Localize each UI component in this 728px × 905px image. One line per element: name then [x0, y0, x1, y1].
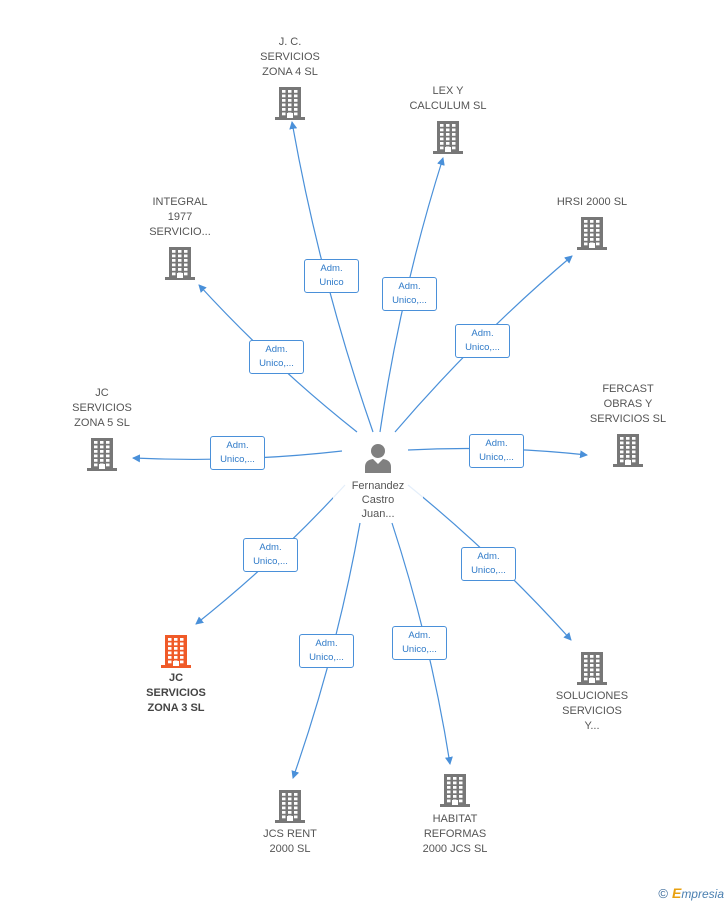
company-name[interactable]: INTEGRAL 1977 SERVICIO...: [149, 196, 211, 238]
company-node-fercast[interactable]: FERCAST OBRAS Y SERVICIOS SL: [568, 382, 688, 467]
relation-label-integral-1977[interactable]: Adm. Unico,...: [249, 340, 304, 374]
company-node-jc-servicios-zona-3[interactable]: JC SERVICIOS ZONA 3 SL: [116, 634, 236, 716]
person-name[interactable]: Fernandez Castro Juan...: [333, 479, 423, 521]
company-node-soluciones-servicios[interactable]: SOLUCIONES SERVICIOS Y...: [532, 651, 652, 734]
person-icon: [365, 444, 391, 473]
relation-label-habitat-reformas[interactable]: Adm. Unico,...: [392, 626, 447, 660]
company-node-habitat-reformas[interactable]: HABITAT REFORMAS 2000 JCS SL: [395, 773, 515, 857]
relation-label-fercast[interactable]: Adm. Unico,...: [469, 434, 524, 468]
relation-label-jc-servicios-zona-5[interactable]: Adm. Unico,...: [210, 436, 265, 470]
company-name[interactable]: HABITAT REFORMAS 2000 JCS SL: [422, 813, 488, 855]
building-icon: [165, 247, 195, 280]
company-name[interactable]: SOLUCIONES SERVICIOS Y...: [555, 690, 629, 732]
company-name[interactable]: HRSI 2000 SL: [556, 196, 628, 208]
building-icon: [613, 434, 643, 467]
relation-label-soluciones-servicios[interactable]: Adm. Unico,...: [461, 547, 516, 581]
building-icon: [161, 635, 191, 668]
building-icon: [275, 87, 305, 120]
company-node-integral-1977[interactable]: INTEGRAL 1977 SERVICIO...: [120, 195, 240, 280]
relation-label-jcs-rent-2000[interactable]: Adm. Unico,...: [299, 634, 354, 668]
brand-initial: E: [671, 885, 682, 901]
company-name[interactable]: JCS RENT 2000 SL: [263, 828, 317, 855]
copyright-icon: ©: [658, 886, 668, 901]
company-node-jc-servicios-zona-4[interactable]: J. C. SERVICIOS ZONA 4 SL: [230, 35, 350, 120]
building-icon: [433, 121, 463, 154]
company-name[interactable]: J. C. SERVICIOS ZONA 4 SL: [260, 36, 320, 78]
company-name[interactable]: JC SERVICIOS ZONA 3 SL: [146, 672, 206, 714]
company-name[interactable]: FERCAST OBRAS Y SERVICIOS SL: [589, 383, 667, 425]
building-icon: [87, 438, 117, 471]
empresia-brand[interactable]: ©Empresia: [658, 885, 724, 901]
building-icon: [577, 217, 607, 250]
building-icon: [440, 774, 470, 807]
relation-label-jc-servicios-zona-4[interactable]: Adm. Unico: [304, 259, 359, 293]
building-icon: [275, 790, 305, 823]
relation-label-hrsi-2000[interactable]: Adm. Unico,...: [455, 324, 510, 358]
company-node-jcs-rent-2000[interactable]: JCS RENT 2000 SL: [230, 789, 350, 857]
relation-label-lex-y-calculum[interactable]: Adm. Unico,...: [382, 277, 437, 311]
company-name[interactable]: LEX Y CALCULUM SL: [409, 85, 487, 112]
brand-name: mpresia: [681, 887, 724, 901]
company-node-jc-servicios-zona-5[interactable]: JC SERVICIOS ZONA 5 SL: [42, 386, 162, 471]
company-node-lex-y-calculum[interactable]: LEX Y CALCULUM SL: [388, 84, 508, 154]
company-node-hrsi-2000[interactable]: HRSI 2000 SL: [532, 195, 652, 250]
building-icon: [577, 652, 607, 685]
company-name[interactable]: JC SERVICIOS ZONA 5 SL: [72, 387, 132, 429]
relation-label-jc-servicios-zona-3[interactable]: Adm. Unico,...: [243, 538, 298, 572]
person-node[interactable]: Fernandez Castro Juan...: [333, 443, 423, 521]
